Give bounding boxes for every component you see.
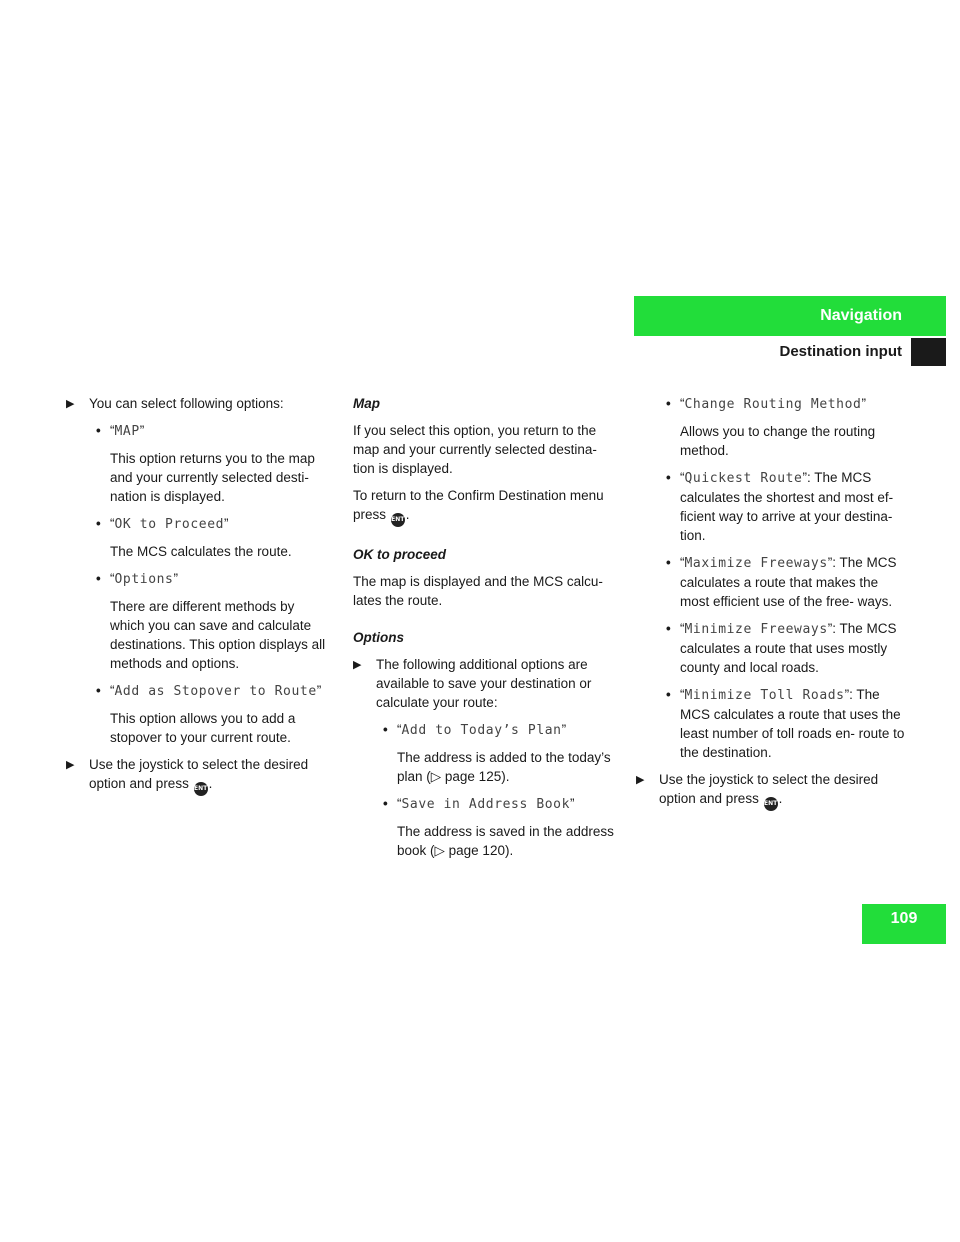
option-item: •“Change Routing Method” — [666, 396, 866, 412]
option-description: There are different methods by which you… — [110, 599, 326, 671]
arrow-right-icon: ▶ — [353, 659, 362, 671]
bullet-icon: • — [666, 555, 671, 570]
heading-options: Options — [353, 630, 404, 645]
option-label: Save in Address Book — [401, 797, 571, 812]
option-label: Minimize Toll Roads — [684, 688, 845, 703]
option-description: This option allows you to add a stopover… — [110, 711, 296, 745]
page-number: 109 — [890, 910, 918, 927]
option-item: •“MAP” — [96, 423, 145, 439]
option-item: •“Minimize Freeways”: The MCS calculates… — [666, 621, 897, 675]
option-label: Quickest Route — [684, 471, 803, 486]
column-2: Map If you select this option, you retur… — [353, 394, 619, 868]
step-use-joystick: ▶ Use the joystick to select the desired… — [636, 770, 906, 811]
option-description: The address is added to the today’s plan… — [397, 750, 611, 784]
option-label: Maximize Freeways — [684, 556, 828, 571]
bullet-icon: • — [666, 396, 671, 411]
section-tab: Navigation — [634, 296, 946, 336]
heading-map: Map — [353, 396, 380, 411]
section-title: Navigation — [820, 307, 902, 324]
option-description: The MCS calculates the route. — [110, 544, 292, 559]
option-label: Change Routing Method — [684, 397, 862, 412]
option-description: This option returns you to the map and y… — [110, 451, 315, 504]
confirm-text: To return to the Confirm Destination men… — [353, 486, 619, 527]
enter-button-icon: ENT — [763, 797, 778, 811]
option-item: •“Minimize Toll Roads”: The MCS calculat… — [666, 687, 905, 760]
bullet-icon: • — [96, 423, 101, 438]
column-3: •“Change Routing Method” Allows you to c… — [636, 394, 906, 819]
step-additional-options: ▶ The following additional options are a… — [353, 657, 592, 710]
bullet-icon: • — [666, 687, 671, 702]
page-number-box: 109 — [862, 904, 946, 944]
option-item: •“Quickest Route”: The MCS calculates th… — [666, 470, 894, 543]
arrow-right-icon: ▶ — [66, 398, 75, 410]
option-label: Add to Today’s Plan — [401, 723, 562, 738]
option-item: •“OK to Proceed” — [96, 516, 229, 532]
bullet-icon: • — [666, 621, 671, 636]
option-description: Allows you to change the routing method. — [680, 424, 876, 458]
arrow-right-icon: ▶ — [636, 774, 645, 786]
option-item: •“Maximize Freeways”: The MCS calculates… — [666, 555, 897, 609]
option-item: •“Add to Today’s Plan” — [383, 722, 567, 738]
option-label: Options — [114, 572, 174, 587]
map-text: If you select this option, you return to… — [353, 423, 597, 476]
bullet-icon: • — [666, 470, 671, 485]
option-item: •“Add as Stopover to Route” — [96, 683, 322, 699]
option-label: MAP — [114, 424, 140, 439]
bullet-icon: • — [383, 722, 388, 737]
subsection-title: Destination input — [779, 343, 903, 360]
heading-ok-to-proceed: OK to proceed — [353, 547, 447, 562]
enter-button-icon: ENT — [390, 513, 405, 527]
step-use-joystick: ▶ Use the joystick to select the desired… — [66, 755, 332, 796]
option-label: OK to Proceed — [114, 517, 225, 532]
column-1: ▶ You can select following options: •“MA… — [66, 394, 332, 804]
enter-button-icon: ENT — [193, 782, 208, 796]
arrow-right-icon: ▶ — [66, 759, 75, 771]
bullet-icon: • — [96, 683, 101, 698]
bullet-icon: • — [96, 571, 101, 586]
option-item: •“Options” — [96, 571, 178, 587]
option-label: Add as Stopover to Route — [114, 684, 317, 699]
header-corner-block — [911, 338, 946, 366]
option-item: •“Save in Address Book” — [383, 796, 575, 812]
ok-text: The map is displayed and the MCS calcu- … — [353, 574, 603, 608]
step-select-options: ▶ You can select following options: — [66, 394, 332, 413]
bullet-icon: • — [383, 796, 388, 811]
option-label: Minimize Freeways — [684, 622, 828, 637]
option-description: The address is saved in the address book… — [397, 824, 614, 858]
bullet-icon: • — [96, 516, 101, 531]
